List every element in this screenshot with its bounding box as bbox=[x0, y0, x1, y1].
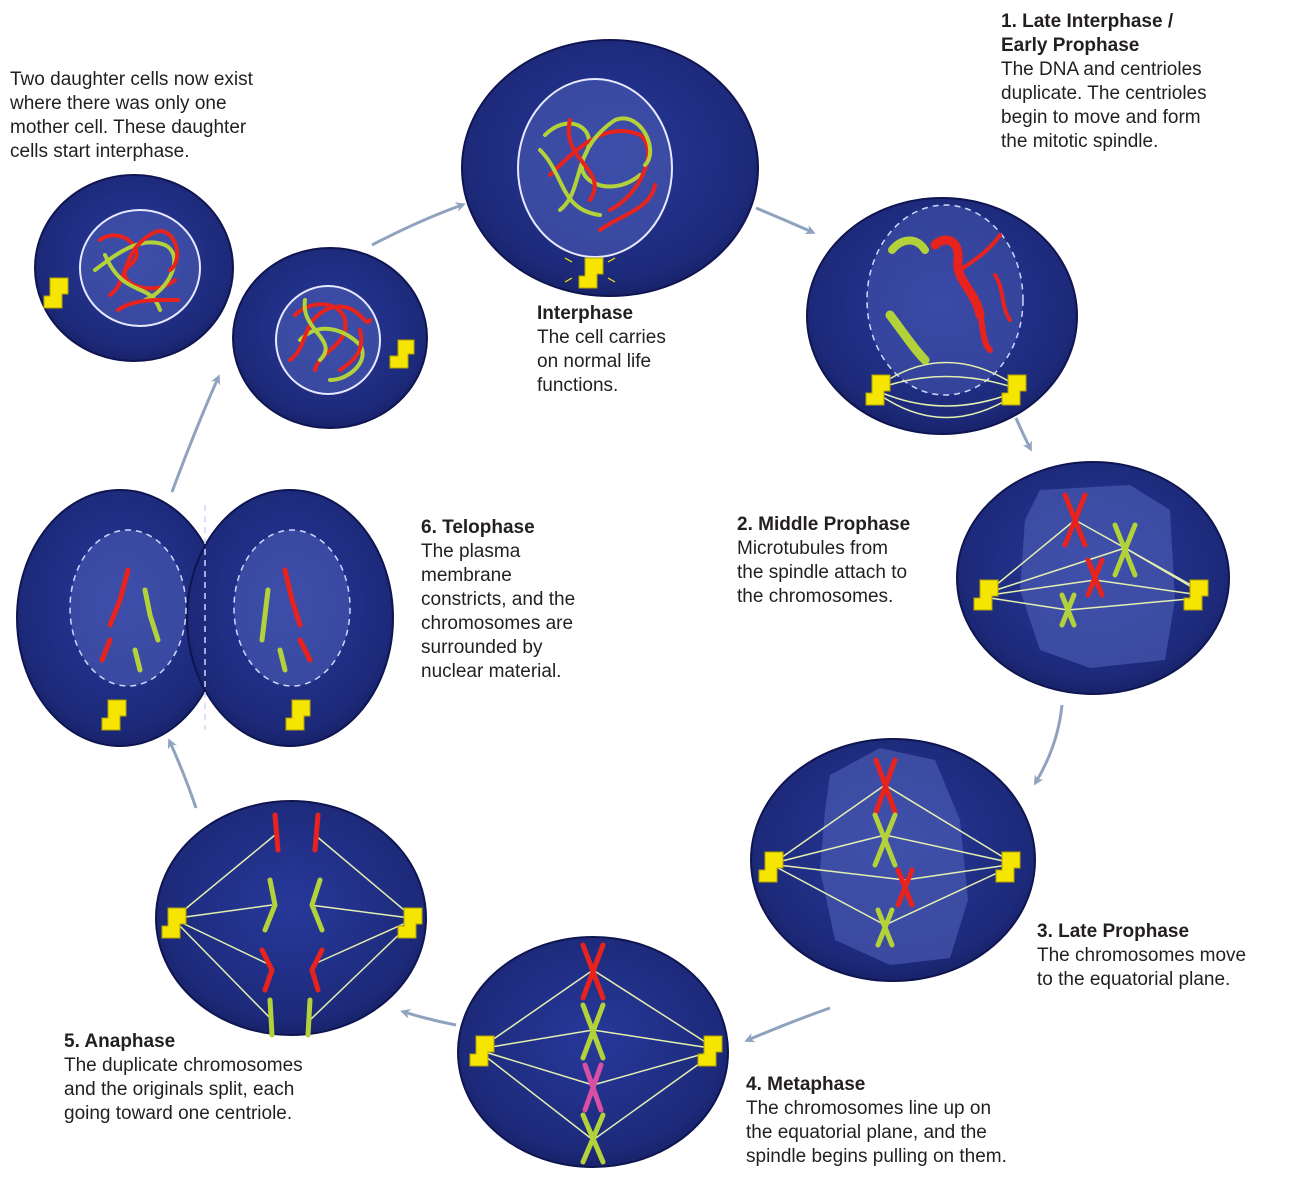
chromatin bbox=[538, 116, 657, 232]
centriole-icon bbox=[285, 699, 311, 731]
cycle-arrow-icon bbox=[1014, 417, 1032, 452]
middle-prophase-caption: 2. Middle Prophase Microtubules from the… bbox=[737, 513, 910, 609]
chromatin bbox=[288, 298, 372, 382]
daughter-cell-a bbox=[34, 174, 234, 362]
caption-line: on normal life bbox=[537, 351, 652, 372]
cycle-arrow-icon bbox=[170, 374, 221, 493]
daughter-cells-caption: Two daughter cells now exist where there… bbox=[10, 68, 253, 164]
anaphase-caption: 5. Anaphase The duplicate chromosomes an… bbox=[64, 1030, 303, 1126]
chromosomes bbox=[259, 812, 325, 1038]
chromosomes bbox=[1059, 492, 1138, 628]
caption-line: membrane bbox=[421, 565, 512, 586]
late-prophase-caption: 3. Late Prophase The chromosomes move to… bbox=[1037, 920, 1246, 992]
chromatin bbox=[93, 229, 180, 312]
cycle-arrow-icon bbox=[755, 206, 816, 235]
caption-line: the chromosomes. bbox=[737, 586, 894, 607]
telophase-cell bbox=[16, 489, 394, 747]
centriole-icon bbox=[973, 579, 999, 611]
stage-title: 1. Late Interphase / bbox=[1001, 11, 1174, 32]
spindle bbox=[879, 361, 1016, 419]
centriole-icon bbox=[1183, 579, 1209, 611]
caption-line: surrounded by bbox=[421, 637, 543, 658]
stage-title: 4. Metaphase bbox=[746, 1074, 866, 1095]
caption-line: to the equatorial plane. bbox=[1037, 969, 1231, 990]
interphase-cell bbox=[461, 39, 759, 297]
spindle bbox=[177, 834, 411, 1021]
caption-line: The cell carries bbox=[537, 327, 666, 348]
caption-line: the mitotic spindle. bbox=[1001, 131, 1159, 152]
centriole-icon bbox=[389, 339, 415, 369]
caption-line: The plasma bbox=[421, 541, 521, 562]
early-prophase-cell bbox=[806, 197, 1078, 435]
centriole-icon bbox=[995, 851, 1021, 883]
spindle bbox=[484, 969, 711, 1141]
telophase-caption: 6. Telophase The plasma membrane constri… bbox=[421, 516, 575, 684]
cycle-arrow-icon bbox=[1033, 704, 1064, 786]
late-prophase-cell bbox=[750, 738, 1036, 982]
centriole-icon bbox=[865, 374, 891, 406]
chromosomes bbox=[580, 942, 606, 1165]
caption-line: where there was only one bbox=[10, 93, 227, 114]
caption-line: The chromosomes line up on bbox=[746, 1098, 992, 1119]
caption-line: and the originals split, each bbox=[64, 1079, 295, 1100]
centriole-icon bbox=[758, 851, 784, 883]
metaphase-cell bbox=[457, 936, 729, 1168]
stage-title: Interphase bbox=[537, 303, 634, 324]
centriole-icon bbox=[397, 907, 423, 939]
stage-title: 6. Telophase bbox=[421, 517, 535, 538]
chromosomes bbox=[99, 567, 313, 673]
metaphase-caption: 4. Metaphase The chromosomes line up on … bbox=[746, 1073, 1007, 1169]
cycle-arrow-icon bbox=[400, 1008, 457, 1027]
caption-line: chromosomes are bbox=[421, 613, 574, 634]
caption-line: Two daughter cells now exist bbox=[10, 69, 253, 90]
stage-title: 2. Middle Prophase bbox=[737, 514, 911, 535]
stage-title: Early Prophase bbox=[1001, 35, 1140, 56]
centriole-icon bbox=[564, 257, 616, 289]
caption-line: the equatorial plane, and the bbox=[746, 1122, 987, 1143]
caption-line: Microtubules from bbox=[737, 538, 888, 559]
late-interphase-caption: 1. Late Interphase / Early Prophase The … bbox=[1001, 10, 1207, 154]
cycle-arrow-icon bbox=[371, 202, 466, 247]
centriole-icon bbox=[161, 907, 187, 939]
centriole-icon bbox=[1001, 374, 1027, 406]
stage-title: 3. Late Prophase bbox=[1037, 921, 1190, 942]
caption-line: The duplicate chromosomes bbox=[64, 1055, 303, 1076]
centriole-icon bbox=[43, 277, 69, 309]
centriole-icon bbox=[469, 1035, 495, 1067]
caption-line: functions. bbox=[537, 375, 619, 396]
cycle-arrow-icon bbox=[167, 738, 198, 809]
cycle-arrows bbox=[167, 202, 1064, 1043]
chromosomes bbox=[872, 757, 915, 948]
caption-line: spindle begins pulling on them. bbox=[746, 1146, 1007, 1167]
caption-line: begin to move and form bbox=[1001, 107, 1201, 128]
caption-line: duplicate. The centrioles bbox=[1001, 83, 1207, 104]
caption-line: the spindle attach to bbox=[737, 562, 908, 583]
spindle bbox=[777, 784, 1009, 926]
stage-title: 5. Anaphase bbox=[64, 1031, 176, 1052]
caption-line: mother cell. These daughter bbox=[10, 117, 247, 138]
centriole-icon bbox=[101, 699, 127, 731]
centriole-icon bbox=[697, 1035, 723, 1067]
chromosomes bbox=[885, 233, 1012, 365]
caption-line: nuclear material. bbox=[421, 661, 562, 682]
caption-line: The chromosomes move bbox=[1037, 945, 1247, 966]
interphase-caption: Interphase The cell carries on normal li… bbox=[537, 302, 666, 398]
anaphase-cell bbox=[155, 800, 427, 1038]
caption-line: cells start interphase. bbox=[10, 141, 190, 162]
caption-line: The DNA and centrioles bbox=[1001, 59, 1202, 80]
caption-line: going toward one centriole. bbox=[64, 1103, 293, 1124]
spindle bbox=[989, 519, 1201, 611]
daughter-cell-b bbox=[232, 247, 428, 429]
middle-prophase-cell bbox=[956, 461, 1230, 695]
caption-line: constricts, and the bbox=[421, 589, 576, 610]
cycle-arrow-icon bbox=[744, 1006, 831, 1043]
